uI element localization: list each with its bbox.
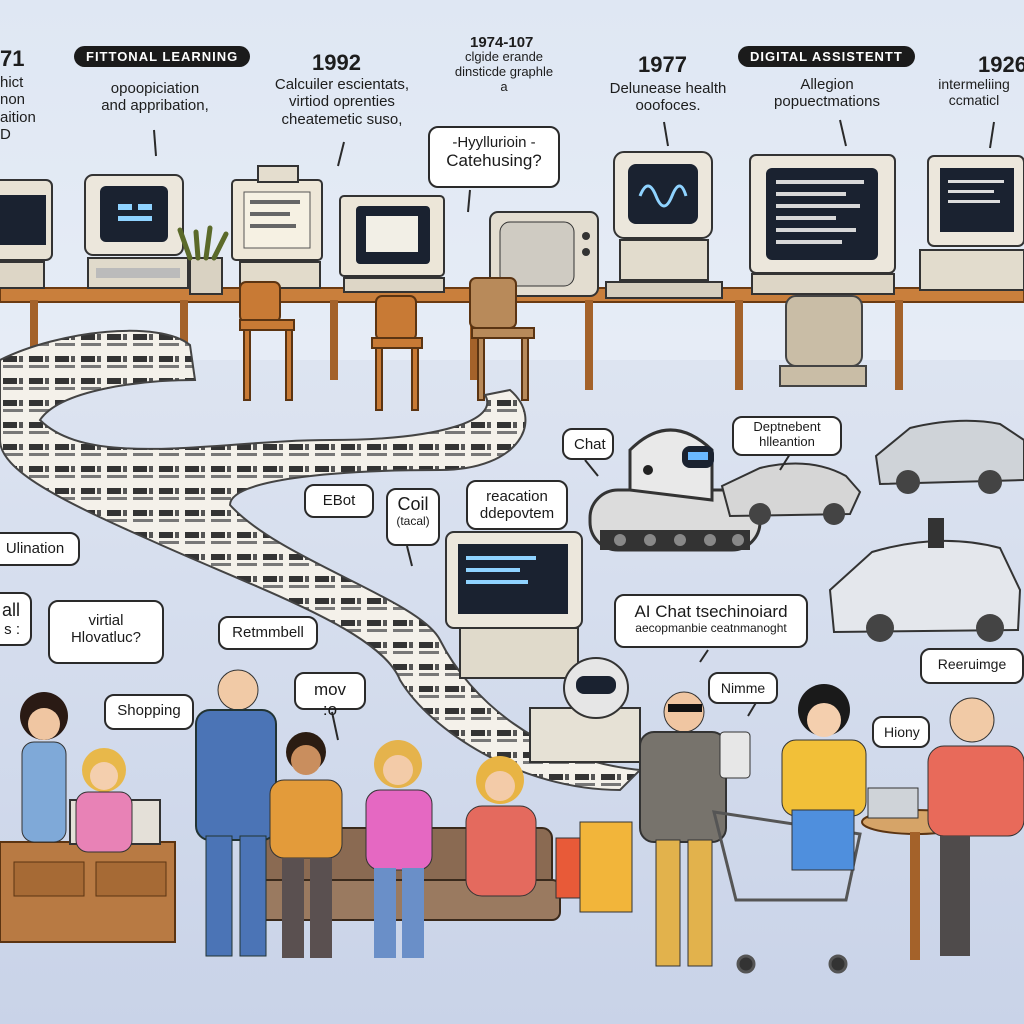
- shopping-bags: [555, 821, 633, 913]
- year-1926: 1926: [978, 52, 1024, 77]
- computer-2: [84, 174, 189, 289]
- bubble-tails: [153, 119, 995, 741]
- caption-line: hict: [0, 74, 24, 91]
- caption-learning: opoopiciation and appribation,: [80, 80, 230, 115]
- filmstrip-road: [0, 329, 643, 792]
- computer-1: [0, 179, 53, 289]
- bubble-hiony: Hiony: [872, 716, 930, 748]
- caption-line: dinsticde graphle: [454, 63, 554, 79]
- label-fittonal-learning: FITTONAL LEARNING: [74, 46, 251, 67]
- caption-line: Calcuiler escientats,: [274, 76, 410, 93]
- chair-1: [239, 281, 295, 401]
- bubble-ulination: Ulination: [0, 532, 80, 566]
- caption-line: cheatemetic suso,: [281, 110, 403, 128]
- caption-1974: clgide erande dinsticde graphle a: [440, 49, 568, 95]
- bubble-line: s :: [4, 620, 20, 638]
- armchair: [779, 295, 867, 387]
- person-woman-red-dress: [465, 756, 537, 897]
- bubble-line: ddepovtem: [479, 505, 555, 523]
- computer-4: [339, 195, 445, 293]
- bubble-line: all: [2, 600, 21, 620]
- person-man-orange-sweater: [269, 732, 343, 958]
- bubble-chat: Chat: [562, 428, 614, 460]
- bubble-all: all s :: [0, 592, 32, 646]
- caption-line: popuectmations: [774, 93, 880, 111]
- caption-1992: Calcuiler escientats, virtiod oprenties …: [254, 76, 430, 128]
- caption-line: clgide erande: [464, 49, 544, 64]
- person-older-man-red: [927, 697, 1024, 956]
- bubble-reeruimge: Reeruimge: [920, 648, 1024, 684]
- caption-line: ccmaticl: [948, 92, 1000, 109]
- caption-line: ooofoces.: [635, 97, 701, 115]
- caption-1977: Delunease health ooofoces.: [600, 80, 736, 115]
- computer-3: [231, 165, 323, 289]
- caption-line: D: [0, 125, 11, 143]
- year-1977: 1977: [638, 52, 687, 77]
- bubble-shopping: Shopping: [104, 694, 194, 730]
- person-woman-pink: [365, 740, 433, 958]
- caption-line: and appribation,: [101, 97, 209, 115]
- person-man-sunglasses: [639, 691, 751, 967]
- bubble-ebot: EBot: [304, 484, 374, 518]
- bubble-line: -Hyyllurioin -: [452, 134, 536, 151]
- bubble-line: reacation: [486, 488, 548, 505]
- caption-line: a: [500, 78, 508, 94]
- bubble-line: hlleantion: [759, 433, 815, 449]
- center-computer: [445, 531, 641, 763]
- caption-line: virtiod oprenties: [289, 93, 395, 111]
- bubble-line: virtial: [88, 612, 124, 629]
- caption-line: intermeliing: [938, 76, 1010, 92]
- bubble-coil: Coil (tacal): [386, 488, 440, 546]
- tv-set: [489, 211, 599, 297]
- self-driving-car: [828, 518, 1022, 642]
- year-far-left: 71: [0, 46, 25, 71]
- computer-5: [605, 151, 723, 299]
- person-woman-yellow-top: [781, 684, 867, 871]
- silver-car-middle: [720, 462, 862, 525]
- caption-line: non: [0, 91, 26, 109]
- caption-line: aition: [0, 108, 36, 126]
- bubble-line: (tacal): [396, 513, 430, 528]
- bubble-catehusing: -Hyyllurioin - Catehusing?: [428, 126, 560, 188]
- person-girl-pink: [75, 748, 133, 853]
- bubble-retmmbell: Retmmbell: [218, 616, 318, 650]
- side-table-laptop: [861, 787, 971, 960]
- caption-assistant: Allegion popuectmations: [752, 76, 902, 111]
- chair-3: [469, 277, 535, 401]
- bubble-line: Coil: [397, 494, 429, 514]
- caption-1926: intermeliing ccmaticl: [924, 76, 1024, 108]
- bubble-virtial: virtial Hlovatluc?: [48, 600, 164, 664]
- bubble-line: aecopmanbie ceatnmanoght: [635, 620, 787, 635]
- label-digital-assistentt: DIGITAL ASSISTENTT: [738, 46, 915, 67]
- bubble-line: Catehusing?: [446, 151, 542, 171]
- computer-6: [749, 154, 896, 295]
- caption-far-left: hict non aition D: [0, 74, 60, 143]
- bubble-line: AI Chat tsechinoiard: [634, 602, 788, 621]
- plant: [177, 225, 229, 295]
- caption-line: Delunease health: [609, 80, 727, 97]
- bubble-line: Deptnebent: [753, 419, 821, 434]
- bubble-ai-chat: AI Chat tsechinoiard aecopmanbie ceatnma…: [614, 594, 808, 648]
- caption-line: opoopiciation: [110, 80, 200, 97]
- chair-2: [371, 295, 423, 411]
- bubble-deptnebent: Deptnebent hlleantion: [732, 416, 842, 456]
- person-woman-apron: [20, 692, 68, 843]
- person-man-blue-suit: [195, 669, 277, 957]
- silver-car-right: [874, 419, 1024, 494]
- caption-line: Allegion: [800, 76, 854, 93]
- computer-7: [919, 155, 1024, 291]
- bubble-reacation: reacation ddepovtem: [466, 480, 568, 530]
- bubble-mov: mov :o: [294, 672, 366, 719]
- bubble-nimme: Nimme: [708, 672, 778, 704]
- robot-tank: [588, 428, 762, 552]
- year-1992: 1992: [312, 50, 361, 75]
- year-1974-107: 1974-107: [470, 34, 534, 51]
- bubble-line: Hlovatluc?: [70, 629, 142, 647]
